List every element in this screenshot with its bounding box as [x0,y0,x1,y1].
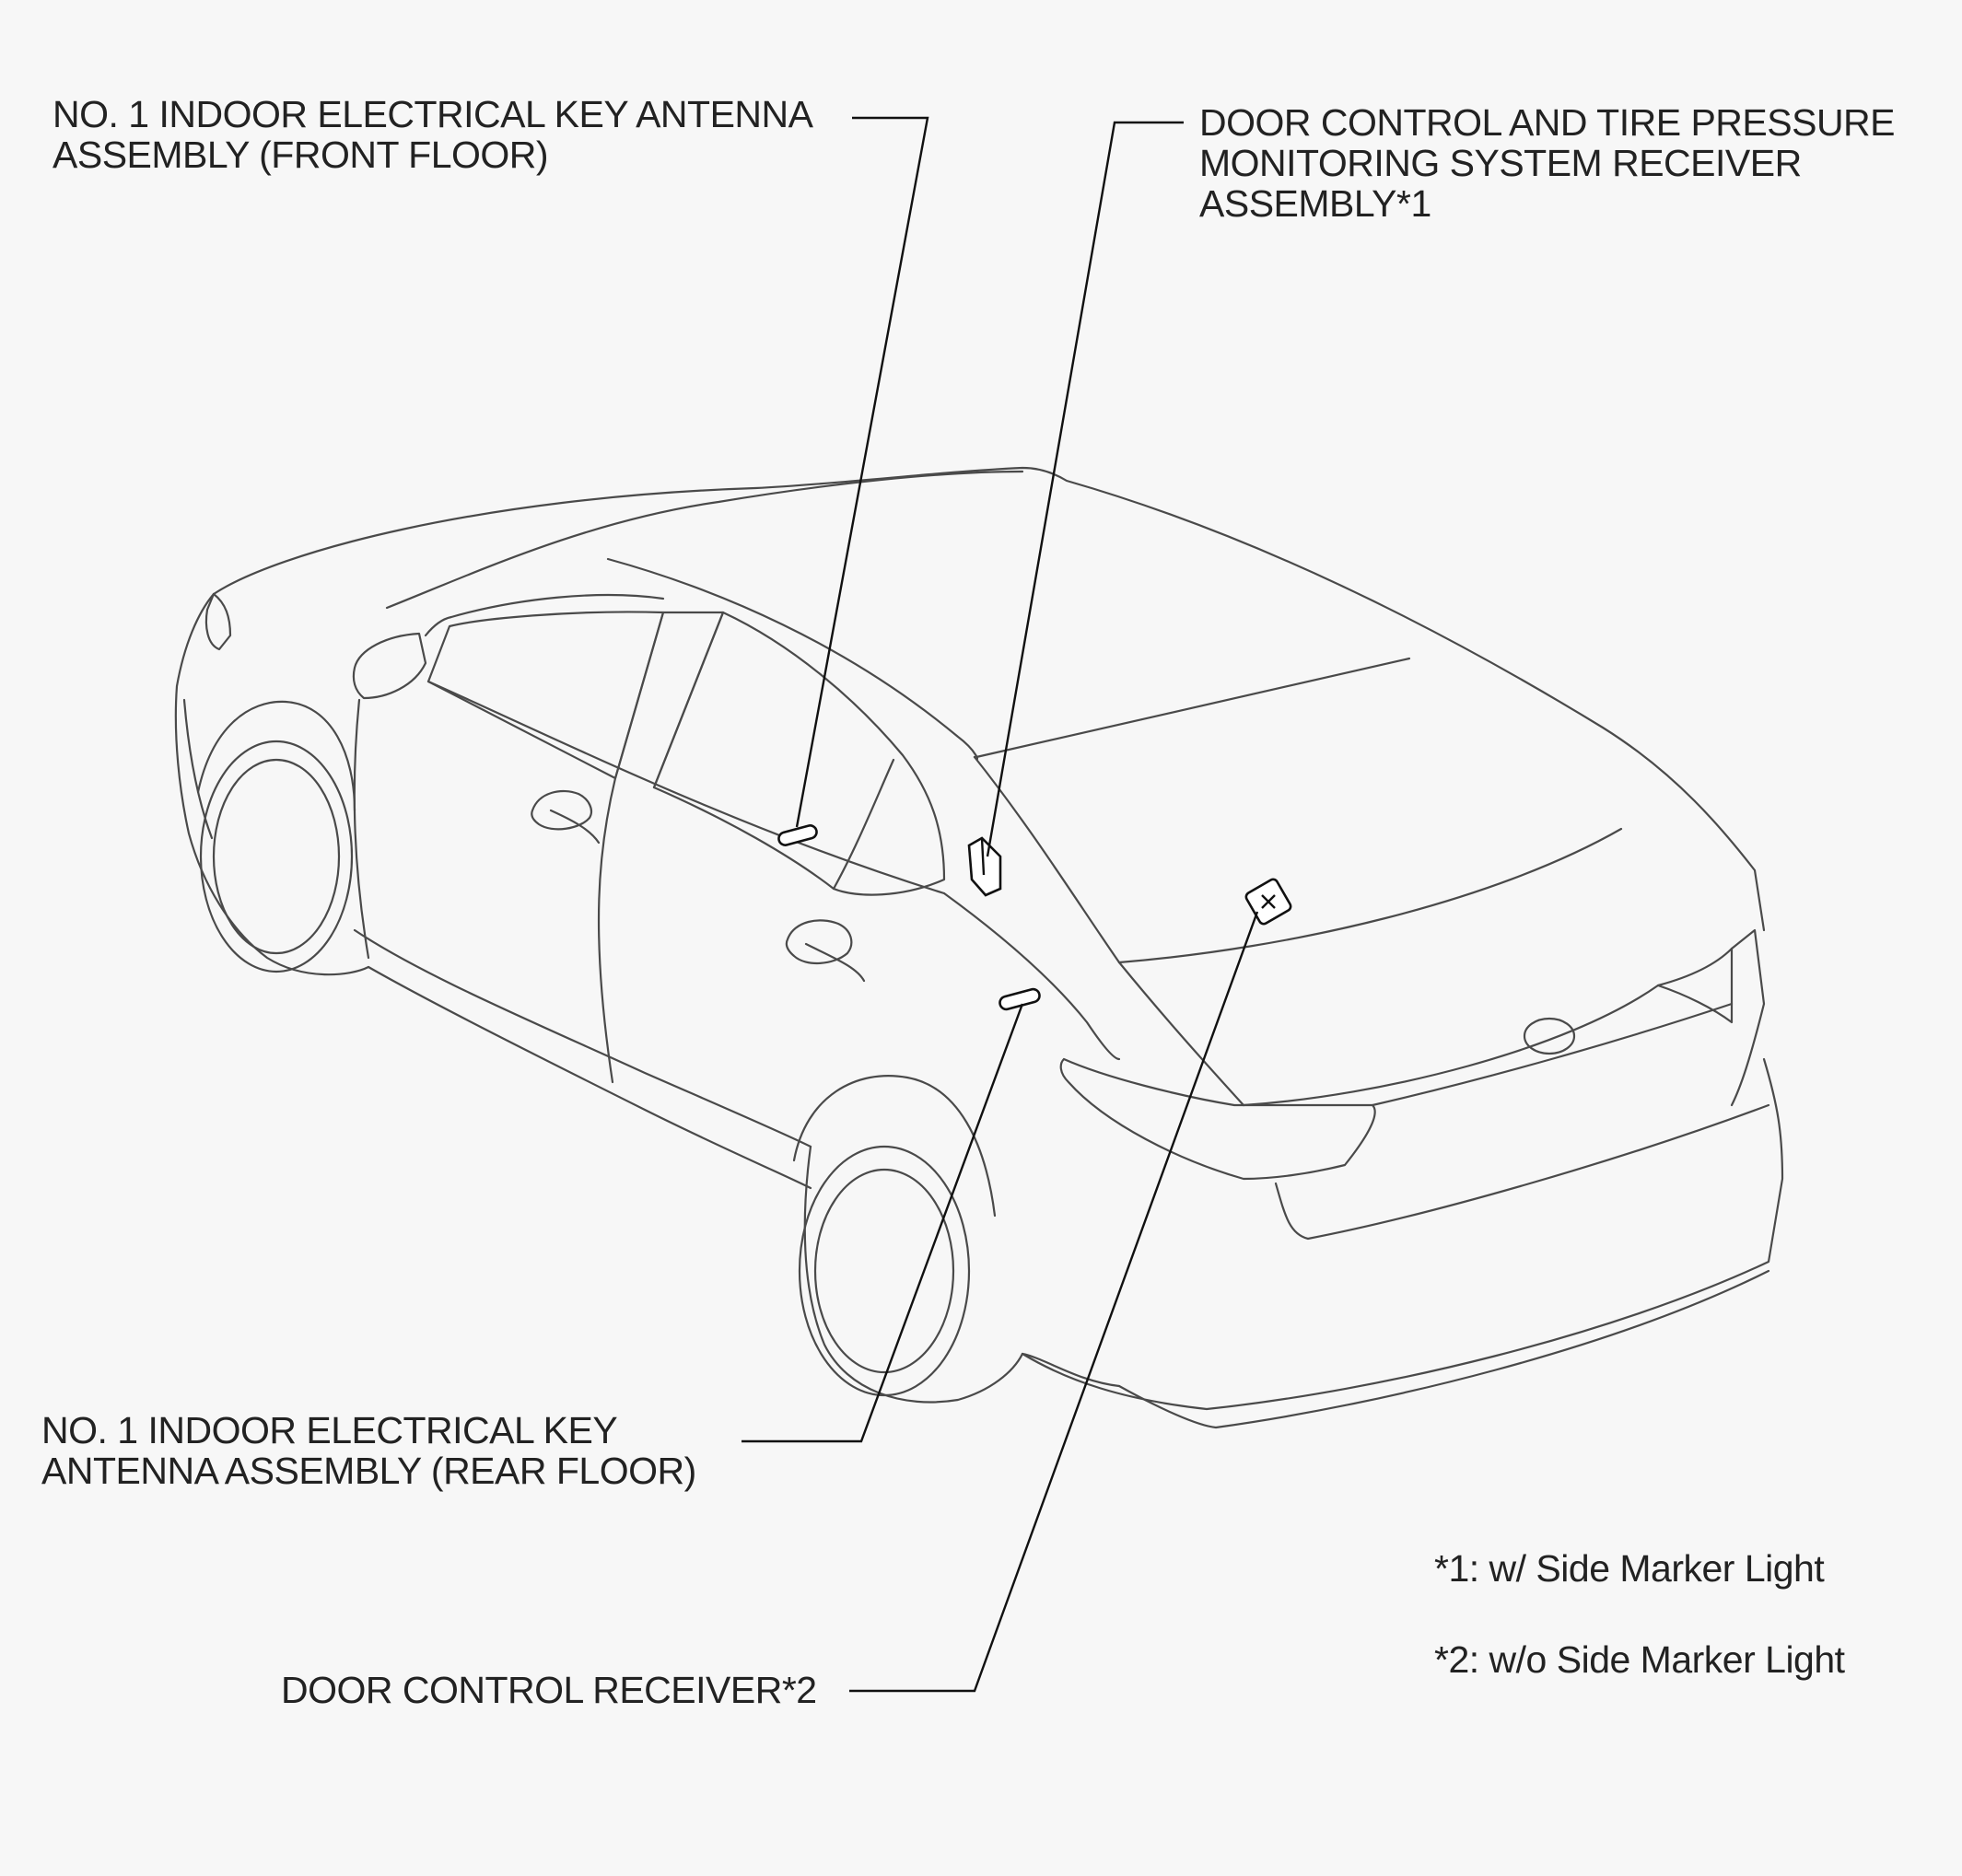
front-door-handle-recess [549,809,601,845]
bumper-lower [1117,1269,1770,1429]
rear-door-handle [785,919,853,965]
front-fender [174,592,370,976]
label-rear-floor-antenna-line-1: NO. 1 INDOOR ELECTRICAL KEY [41,1409,618,1451]
door-control-tpms-receiver-icon [967,836,1002,897]
door-split [597,776,617,1084]
roof-line [212,466,1766,932]
rear-quarter-lower [803,1145,1024,1404]
leader-door-control-tpms [986,121,1184,857]
front-light [204,592,232,651]
label-rear-floor-antenna-line-2: ANTENNA ASSEMBLY (REAR FLOOR) [41,1450,696,1492]
c-pillar [606,557,979,761]
trunk-rear-edge [1242,984,1660,1107]
trunk-edge [1371,1002,1734,1107]
rear-window-top [975,657,1411,759]
door-control-receiver-mark-2 [1261,894,1276,909]
door-control-receiver-part [1244,878,1292,926]
label-front-floor-antenna: NO. 1 INDOOR ELECTRICAL KEY ANTENNA ASSE… [53,93,813,176]
front-wheel-arch-inner [199,740,354,973]
tail-upper [1117,961,1245,1107]
sedan-outline [174,466,1784,1429]
rocker-line [353,928,812,1148]
front-bumper [182,698,214,840]
a-pillar [424,593,665,637]
rear-quarter-panel [942,891,1121,1061]
front-floor-antenna-part [777,824,818,846]
front-door-front-edge [353,698,370,960]
leader-front-floor-antenna [795,116,929,828]
footnote-2: *2: w/o Side Marker Light [1434,1638,1845,1681]
lower-body-line [367,965,812,1190]
roof-inner-line [385,470,1024,610]
rear-floor-antenna-part [999,987,1041,1011]
rear-emblem [1523,1017,1576,1055]
rear-wheel-arch-inner [798,1145,971,1397]
front-tire [212,758,341,955]
leader-door-control-receiver [849,911,1259,1693]
front-door-handle [531,790,593,831]
rear-window-side [973,755,1121,964]
label-front-floor-antenna-line-1: NO. 1 INDOOR ELECTRICAL KEY ANTENNA [53,93,813,135]
label-door-control-receiver: DOOR CONTROL RECEIVER*2 [281,1670,817,1710]
rear-bumper [1021,1057,1784,1411]
label-front-floor-antenna-line-2: ASSEMBLY (FRONT FLOOR) [53,134,549,176]
rear-tire [813,1168,955,1374]
rear-door-handle-recess [804,942,866,983]
footnote-1: *1: w/ Side Marker Light [1434,1547,1825,1590]
front-door-window [426,611,665,780]
rear-floor-antenna-icon [999,987,1041,1011]
label-door-control-tpms-line-3: ASSEMBLY*1 [1199,182,1431,225]
label-door-control-tpms-line-2: MONITORING SYSTEM RECEIVER [1199,142,1802,184]
leader-rear-floor-antenna [742,1003,1024,1443]
side-mirror [352,632,427,700]
right-tail-edge [1730,928,1766,1107]
belt-line [426,680,946,895]
rear-quarter-window [832,758,895,891]
label-door-control-tpms-line-1: DOOR CONTROL AND TIRE PRESSURE [1199,101,1896,144]
front-floor-antenna-icon [777,824,818,846]
label-door-control-receiver-line-1: DOOR CONTROL RECEIVER*2 [281,1669,817,1711]
label-rear-floor-antenna: NO. 1 INDOOR ELECTRICAL KEY ANTENNA ASSE… [41,1410,696,1491]
b-pillar [613,611,725,789]
right-taillight [1656,947,1734,1024]
front-wheel-arch [196,700,356,812]
rear-door-window [652,611,946,896]
tpms-receiver-detail [980,837,986,876]
trunk-lid-line [1117,827,1623,964]
door-control-tpms-receiver-part [967,836,1002,897]
label-door-control-tpms-receiver: DOOR CONTROL AND TIRE PRESSURE MONITORIN… [1199,101,1896,225]
rear-quarter-bottom [1021,1352,1121,1388]
license-plate-area [1274,1103,1770,1241]
rear-wheel-arch [792,1075,997,1218]
